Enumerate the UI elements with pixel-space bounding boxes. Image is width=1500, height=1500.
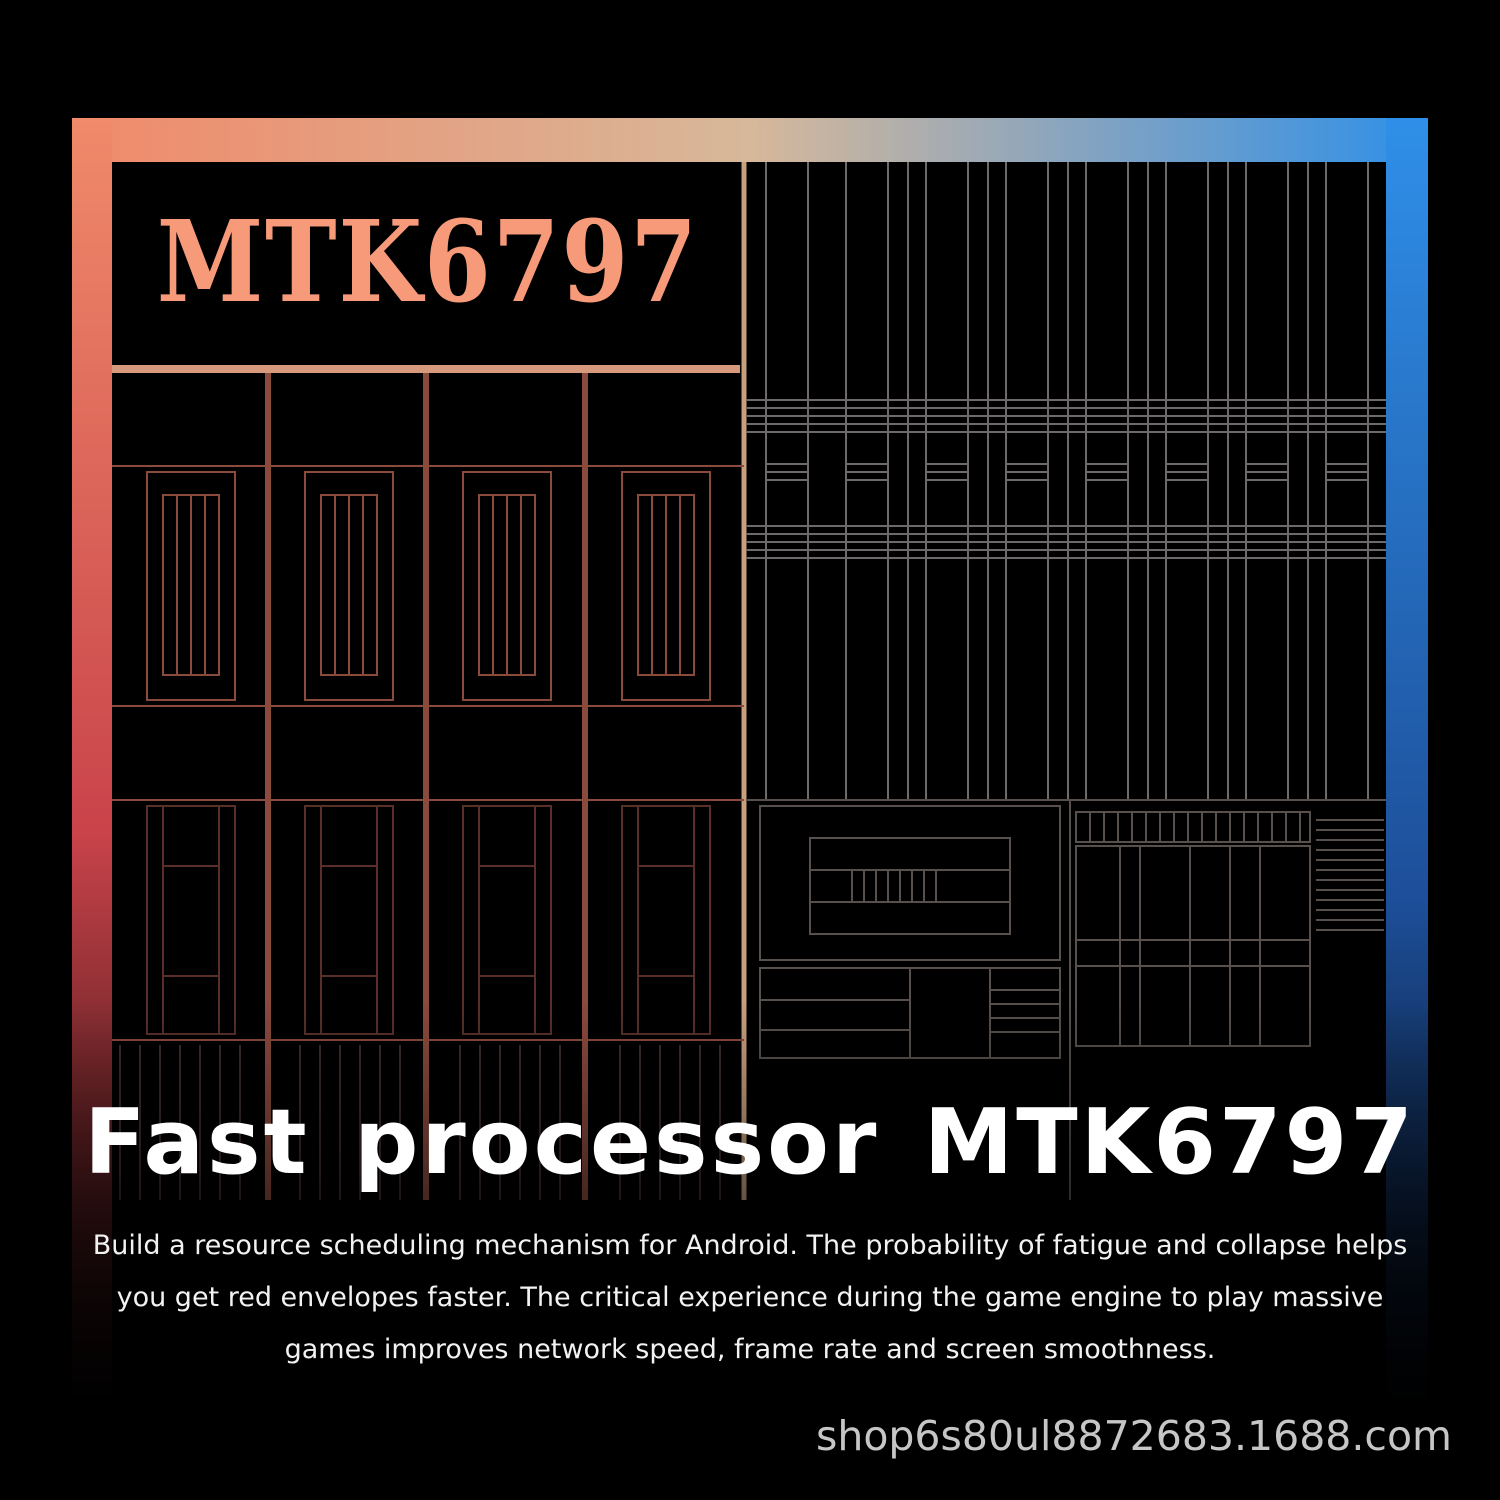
chip-frame — [72, 118, 1428, 1418]
chip-label: MTK6797 — [156, 196, 699, 328]
bottom-fade — [0, 1000, 1500, 1500]
headline: Fast processor MTK6797 — [84, 1090, 1416, 1195]
description: Build a resource scheduling mechanism fo… — [92, 1230, 1408, 1365]
title-plate — [112, 162, 740, 362]
watermark: shop6s80ul8872683.1688.com — [815, 1412, 1452, 1460]
